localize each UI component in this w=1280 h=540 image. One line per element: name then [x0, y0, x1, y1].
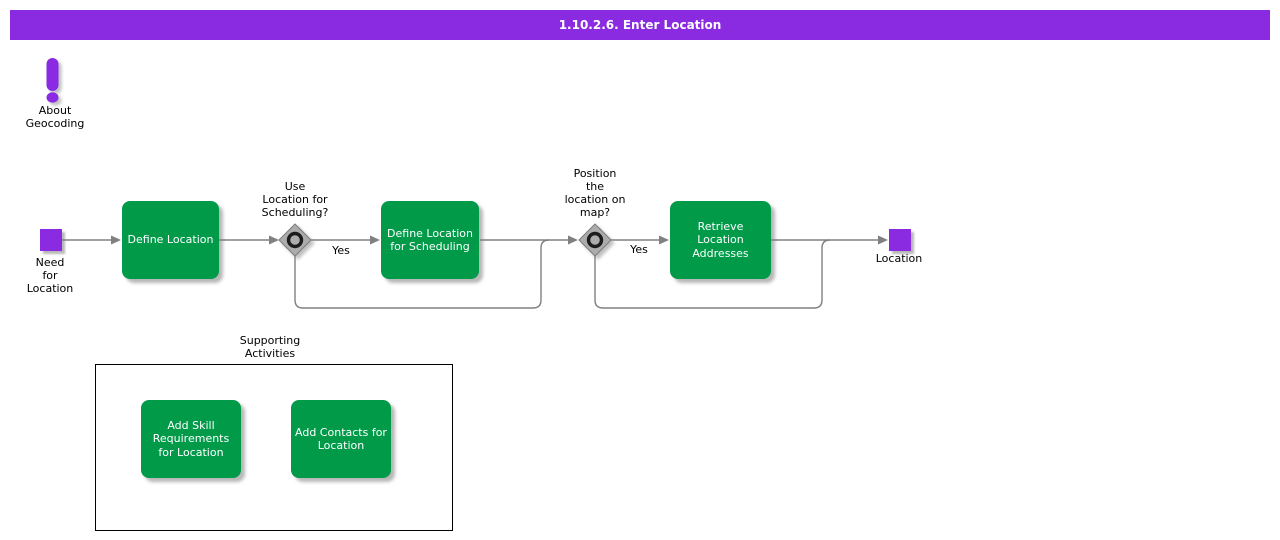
task-define-location[interactable]: Define Location: [122, 201, 219, 279]
task-define-location-for-scheduling[interactable]: Define Location for Scheduling: [381, 201, 479, 279]
decision1-yes-label: Yes: [332, 244, 350, 257]
decision2-question: Position the location on map?: [564, 167, 626, 219]
decision2-yes-label: Yes: [630, 243, 648, 256]
exclamation-icon: [46, 58, 59, 103]
task-add-contacts-for-location[interactable]: Add Contacts for Location: [291, 400, 391, 478]
about-geocoding-label: About Geocoding: [25, 104, 85, 130]
start-event-label: Need for Location: [26, 256, 74, 295]
page-title: 1.10.2.6. Enter Location: [10, 10, 1270, 40]
end-event-label: Location: [875, 252, 923, 265]
arrowhead-icons: [111, 235, 888, 245]
about-geocoding-link[interactable]: [34, 52, 78, 108]
decision-use-location-for-scheduling: [278, 223, 312, 257]
supporting-activities-box: [95, 364, 453, 531]
task-add-skill-requirements-for-location[interactable]: Add Skill Requirements for Location: [141, 400, 241, 478]
decision-position-location-on-map: [578, 223, 612, 257]
decision1-question: Use Location for Scheduling?: [261, 180, 329, 219]
end-event-location[interactable]: [889, 229, 911, 251]
task-retrieve-location-addresses[interactable]: Retrieve Location Addresses: [670, 201, 771, 279]
supporting-activities-title: Supporting Activities: [239, 334, 301, 360]
start-event-need-for-location[interactable]: [40, 229, 62, 251]
